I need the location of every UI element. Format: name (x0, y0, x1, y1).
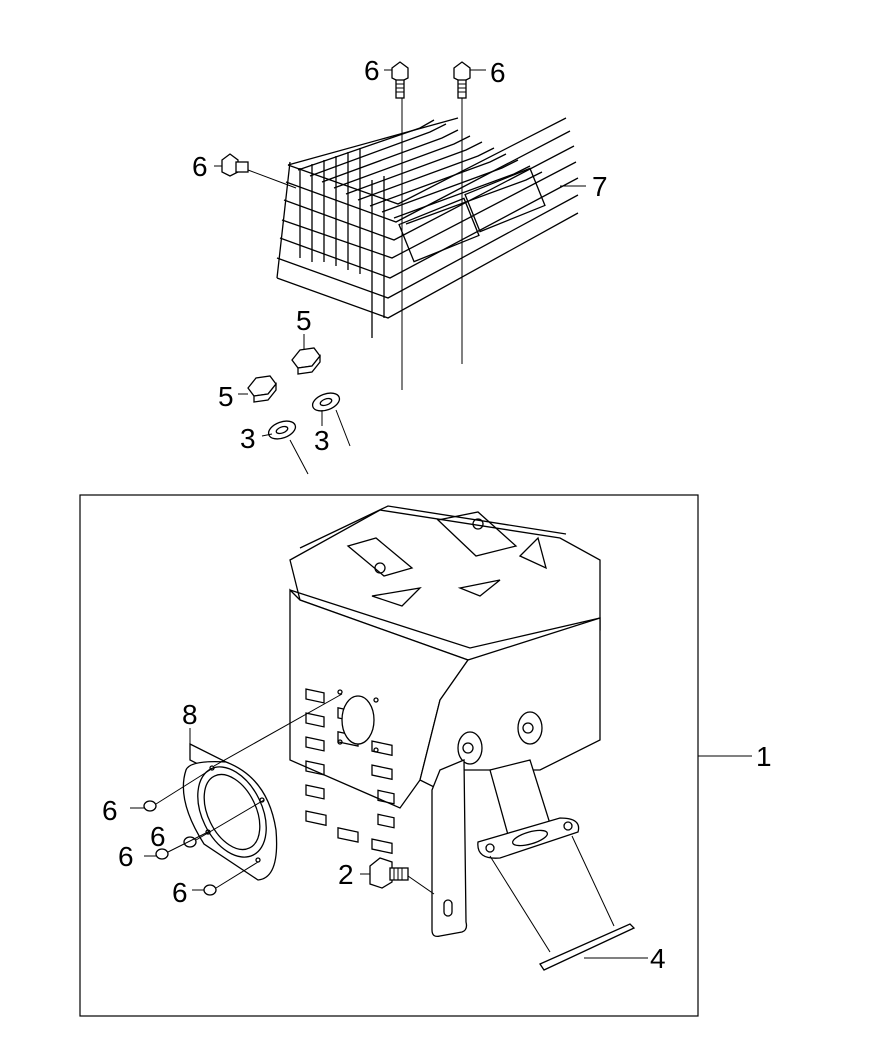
callout-6-guard-c: 6 (118, 841, 134, 872)
callout-2: 2 (338, 859, 354, 890)
bolt-top-right (453, 61, 486, 99)
screw-guard-a (130, 769, 211, 812)
bolt-cage-side (214, 153, 297, 189)
callout-8: 8 (182, 699, 198, 730)
callout-4: 4 (650, 943, 666, 974)
callout-6-guard-d: 6 (172, 877, 188, 908)
callout-3-right: 3 (314, 425, 330, 456)
callout-6-guard-b: 6 (150, 821, 166, 852)
screw-guard-c (144, 831, 209, 860)
callout-3-left: 3 (240, 423, 256, 454)
bolt-bracket (360, 857, 435, 895)
nut-left (238, 375, 277, 403)
callout-6-top-right: 6 (490, 57, 506, 88)
callout-5-top: 5 (296, 305, 312, 336)
callout-6-top-left: 6 (364, 55, 380, 86)
exhaust-pipe (477, 759, 615, 953)
callout-1: 1 (756, 741, 772, 772)
heat-shield-cage (276, 98, 586, 390)
mounting-bracket (431, 759, 468, 938)
callout-6-guard-a: 6 (102, 795, 118, 826)
washer-left (261, 420, 309, 475)
exhaust-gasket (539, 923, 648, 971)
nut-right (291, 334, 321, 375)
muffler-body (289, 505, 601, 855)
bolt-top-left (384, 61, 409, 99)
screw-guard-d (192, 861, 259, 896)
callout-6-cage: 6 (192, 151, 208, 182)
outlet-guard (182, 693, 343, 881)
washer-right (311, 392, 351, 447)
callout-5-left: 5 (218, 381, 234, 412)
callout-7: 7 (592, 171, 608, 202)
